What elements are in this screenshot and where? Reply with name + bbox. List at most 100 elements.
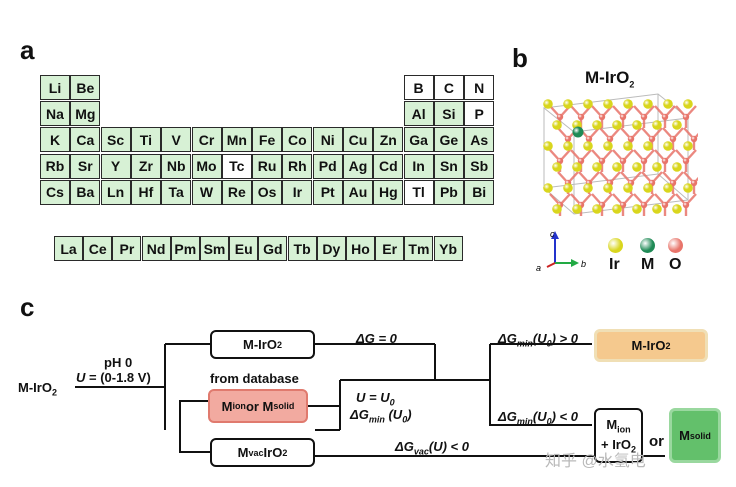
element-nb: Nb <box>161 153 192 179</box>
label-dg-zero: ΔG = 0 <box>356 331 397 346</box>
element-al: Al <box>403 101 434 127</box>
element-b: B <box>403 75 434 100</box>
element-gd: Gd <box>258 236 288 261</box>
element-zr: Zr <box>130 153 161 179</box>
condition-potential: U = (0-1.8 V) <box>76 370 151 385</box>
element-cr: Cr <box>191 127 222 153</box>
element-sc: Sc <box>100 127 131 153</box>
element-cu: Cu <box>343 127 373 153</box>
element-nd: Nd <box>141 236 171 261</box>
element-co: Co <box>282 127 313 153</box>
element-ni: Ni <box>312 127 343 153</box>
start-label: M-IrO2 <box>18 380 57 398</box>
element-ca: Ca <box>70 127 101 153</box>
element-pd: Pd <box>312 153 343 179</box>
panel-label-c: c <box>20 292 35 322</box>
element-tm: Tm <box>404 236 434 261</box>
element-ru: Ru <box>252 153 283 179</box>
or-label: or <box>649 433 664 450</box>
watermark: 知乎 @水氢电 <box>545 453 646 470</box>
element-er: Er <box>375 236 405 261</box>
element-as: As <box>464 127 495 153</box>
element-v: V <box>161 127 192 153</box>
axis-triad: c a b <box>536 229 586 273</box>
element-mg: Mg <box>70 101 101 127</box>
element-ga: Ga <box>403 127 434 153</box>
element-w: W <box>191 179 222 205</box>
element-be: Be <box>70 75 101 100</box>
element-li: Li <box>40 75 70 100</box>
axis-a-label: a <box>536 263 541 273</box>
element-zn: Zn <box>373 127 404 153</box>
axis-c-label: c <box>550 229 555 239</box>
element-au: Au <box>343 179 373 205</box>
element-y: Y <box>100 153 131 179</box>
from-database-label: from database <box>210 371 299 386</box>
legend-ball-ir <box>608 238 623 253</box>
legend-label-m: M <box>641 256 655 273</box>
legend-ball-m <box>640 238 655 253</box>
label-dgmin-u0: ΔGmin (U0) <box>350 407 412 425</box>
label-u-equals-u0: U = U0 <box>356 390 395 408</box>
element-tb: Tb <box>287 236 317 261</box>
element-dy: Dy <box>316 236 346 261</box>
element-tl: Tl <box>403 179 434 205</box>
legend-ball-o <box>668 238 683 253</box>
label-dgmin-gt0: ΔGmin(U0) > 0 <box>498 331 578 349</box>
element-ta: Ta <box>161 179 192 205</box>
panel-label-a: a <box>20 35 35 65</box>
element-pt: Pt <box>312 179 343 205</box>
element-rb: Rb <box>40 153 70 179</box>
element-ho: Ho <box>346 236 375 261</box>
element-si: Si <box>433 101 464 127</box>
element-cs: Cs <box>40 179 70 205</box>
label-dgmin-lt0: ΔGmin(U0) < 0 <box>498 409 578 427</box>
crystal-title: M-IrO2 <box>585 68 635 90</box>
element-pm: Pm <box>170 236 200 261</box>
element-ba: Ba <box>70 179 101 205</box>
label-dgvac-lt0: ΔGvac(U) < 0 <box>395 439 469 457</box>
element-hf: Hf <box>130 179 161 205</box>
element-eu: Eu <box>229 236 259 261</box>
element-mo: Mo <box>191 153 222 179</box>
panel-label-b: b <box>512 43 528 73</box>
element-na: Na <box>40 101 70 127</box>
element-ti: Ti <box>130 127 161 153</box>
element-rh: Rh <box>282 153 313 179</box>
axis-b-label: b <box>581 259 586 269</box>
element-ln: Ln <box>100 179 131 205</box>
element-sr: Sr <box>70 153 101 179</box>
element-ag: Ag <box>343 153 373 179</box>
element-la: La <box>54 236 83 261</box>
element-mn: Mn <box>221 127 252 153</box>
element-fe: Fe <box>252 127 283 153</box>
element-re: Re <box>221 179 252 205</box>
element-c: C <box>433 75 464 100</box>
element-yb: Yb <box>433 236 463 261</box>
element-sn: Sn <box>433 153 464 179</box>
element-pr: Pr <box>112 236 142 261</box>
element-tc: Tc <box>221 153 252 179</box>
legend-label-ir: Ir <box>609 256 620 273</box>
element-ge: Ge <box>433 127 464 153</box>
crystal-structure <box>542 93 698 216</box>
element-sb: Sb <box>464 153 495 179</box>
element-bi: Bi <box>464 179 495 205</box>
result-mion-plus-iro2: Mion + IrO2 <box>594 408 643 463</box>
element-k: K <box>40 127 70 153</box>
element-ir: Ir <box>282 179 313 205</box>
element-pb: Pb <box>433 179 464 205</box>
legend-label-o: O <box>669 256 682 273</box>
element-in: In <box>403 153 434 179</box>
element-p: P <box>464 101 495 127</box>
element-cd: Cd <box>373 153 404 179</box>
element-n: N <box>464 75 495 100</box>
element-sm: Sm <box>200 236 229 261</box>
element-ce: Ce <box>83 236 113 261</box>
element-os: Os <box>252 179 283 205</box>
